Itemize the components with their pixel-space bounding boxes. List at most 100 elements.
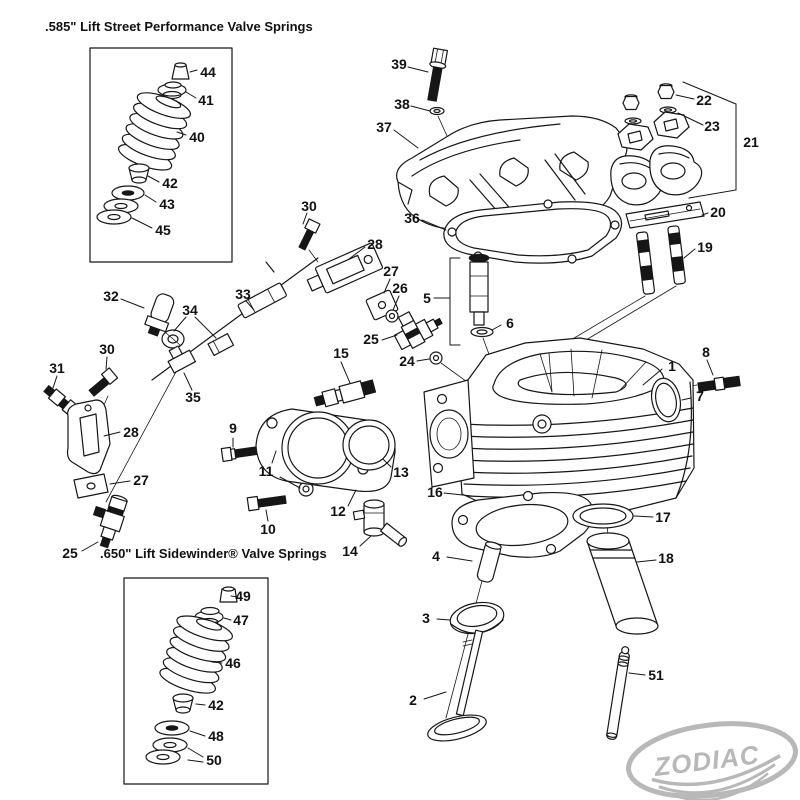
callout-50: 50 [206, 752, 222, 768]
collar-41 [157, 81, 187, 100]
cover-bolt [427, 47, 449, 102]
breather-14 [352, 499, 408, 547]
gasket-27-lower [73, 473, 109, 499]
callout-38: 38 [394, 96, 410, 112]
callout-1: 1 [668, 358, 676, 374]
stud-19-left [636, 231, 655, 295]
callout-35: 35 [185, 389, 201, 405]
callout-32: 32 [103, 288, 119, 304]
callout-labels: 44 41 40 42 43 45 39 38 37 36 22 23 21 2… [49, 56, 759, 768]
bolt-10 [246, 495, 287, 512]
callout-40: 40 [189, 129, 205, 145]
cylinder-head [423, 337, 695, 515]
callout-30a: 30 [301, 198, 317, 214]
cover-gasket [443, 199, 623, 264]
zodiac-swoosh-2 [658, 763, 776, 795]
callout-49: 49 [235, 588, 251, 604]
street-springs-box [89, 47, 233, 263]
callout-5: 5 [423, 290, 431, 306]
shims-45 [96, 198, 139, 225]
callout-21: 21 [743, 134, 759, 150]
sensor-32 [144, 293, 175, 337]
callout-6: 6 [506, 315, 514, 331]
callout-16: 16 [427, 484, 443, 500]
stud-19-right [667, 225, 686, 285]
callout-8: 8 [702, 344, 710, 360]
valve-guide [476, 541, 502, 583]
callout-15: 15 [333, 345, 349, 361]
callout-39: 39 [391, 56, 407, 72]
callout-46: 46 [225, 655, 241, 671]
bracket-28-lower [66, 399, 111, 475]
callout-26: 26 [392, 280, 408, 296]
callout-28b: 28 [123, 424, 139, 440]
sidewinder-springs-title: .650" Lift Sidewinder® Valve Springs [100, 546, 327, 561]
injector-upper-assembly [298, 218, 443, 365]
seal-13 [342, 419, 396, 471]
spring-46 [159, 615, 233, 694]
oring-24 [429, 351, 443, 365]
callout-44: 44 [200, 64, 216, 80]
spark-plug-oring [650, 377, 682, 423]
callout-41: 41 [198, 92, 214, 108]
oring-26 [385, 309, 399, 323]
callout-7: 7 [696, 388, 704, 404]
callout-23: 23 [704, 118, 720, 134]
collar-42b [172, 693, 194, 714]
callout-3: 3 [422, 610, 430, 626]
washer-6 [470, 326, 494, 338]
bolt-30-upper [298, 218, 321, 251]
callout-22: 22 [696, 92, 712, 108]
washer-48 [154, 720, 190, 736]
leader-lines [52, 66, 714, 763]
callout-20: 20 [710, 204, 726, 220]
pushrod [606, 646, 630, 740]
callout-10: 10 [260, 521, 276, 537]
callout-11: 11 [259, 463, 274, 479]
callout-34: 34 [182, 302, 198, 318]
callout-12: 12 [330, 503, 346, 519]
callout-13: 13 [393, 464, 409, 480]
bracket-28-upper [306, 242, 383, 294]
callout-31: 31 [49, 360, 65, 376]
callout-27a: 27 [383, 263, 399, 279]
zodiac-swoosh-3 [667, 772, 769, 800]
valve [427, 629, 487, 742]
callout-17: 17 [655, 509, 671, 525]
street-springs-title: .585" Lift Street Performance Valve Spri… [45, 19, 313, 34]
washer-43 [111, 185, 145, 201]
bracket-21-line [682, 81, 737, 199]
bolt-9 [220, 446, 260, 463]
callout-33: 33 [235, 286, 251, 302]
fuel-rail-assembly [43, 257, 319, 549]
rocker-arm-assembly [610, 81, 737, 295]
injector-25-upper [393, 311, 443, 351]
callout-48: 48 [208, 728, 224, 744]
callout-37: 37 [376, 119, 392, 135]
callout-9: 9 [229, 420, 237, 436]
sensor-15 [313, 379, 377, 408]
callout-14: 14 [342, 543, 358, 559]
callout-27b: 27 [133, 472, 149, 488]
intake-flange-assembly [220, 408, 408, 547]
callout-36: 36 [404, 210, 420, 226]
zodiac-logo-ellipse [626, 721, 798, 799]
callout-18: 18 [658, 550, 674, 566]
zodiac-swoosh-1 [651, 754, 781, 787]
bracket-5-line [433, 257, 461, 346]
callout-25a: 25 [363, 331, 379, 347]
callout-42b: 42 [208, 697, 224, 713]
callout-51: 51 [648, 667, 664, 683]
spark-plug [697, 375, 741, 393]
injector-25-lower [92, 494, 128, 549]
sidewinder-springs-box [123, 577, 269, 785]
cover-bolt-washer [429, 106, 445, 116]
callout-47: 47 [233, 612, 249, 628]
callout-2: 2 [409, 692, 417, 708]
bolt-30-lower [88, 367, 119, 397]
shims-50 [145, 737, 188, 765]
callout-24: 24 [399, 353, 415, 369]
callout-45: 45 [155, 222, 171, 238]
